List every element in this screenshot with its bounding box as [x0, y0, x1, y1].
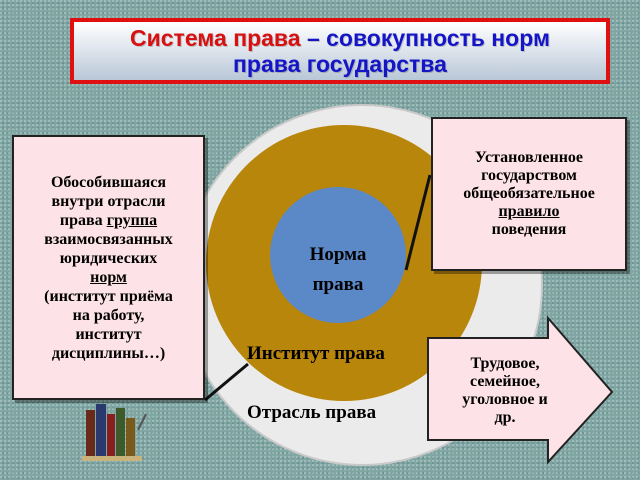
left-box-underlined-term: группа — [106, 211, 158, 229]
left-box-line: на работу, — [72, 306, 145, 324]
branch-examples-arrow — [427, 315, 614, 465]
left-box-underlined-term: норм — [90, 268, 127, 286]
left-box-text: права — [59, 211, 107, 229]
arrow-text-line: Трудовое, — [470, 355, 540, 372]
right-box-line: общеобязательное — [463, 185, 595, 202]
institute-definition-box: Обособившаяся внутри отрасли права групп… — [12, 135, 205, 400]
left-box-line: юридических — [59, 249, 158, 267]
left-box-line: (институт приёма — [44, 287, 173, 305]
title-line-1: Система права – совокупность норм — [130, 25, 550, 51]
norm-label-line: Норма — [309, 244, 367, 265]
left-box-line: институт — [75, 325, 142, 343]
institute-label: Институт права — [247, 343, 385, 364]
title-definition-start: – совокупность норм — [300, 25, 550, 51]
title-line-2: права государства — [233, 51, 447, 77]
branch-label: Отрасль права — [247, 402, 377, 423]
arrow-text-line: др. — [494, 409, 516, 426]
norm-definition-box: Установленное государством общеобязатель… — [431, 117, 627, 271]
arrow-text-line: семейное, — [470, 373, 540, 390]
left-box-line: взаимосвязанных — [44, 230, 173, 248]
right-box-line: поведения — [491, 221, 567, 238]
branch-examples-text: Трудовое, семейное, уголовное и др. — [440, 355, 570, 427]
norm-label-line: права — [312, 274, 364, 295]
left-box-line: дисциплины…) — [51, 344, 166, 362]
inner-circle-norm — [270, 187, 406, 323]
connector-right-box — [404, 174, 432, 271]
title-box: Система права – совокупность норм права … — [70, 18, 610, 84]
norm-label: Норма права — [278, 240, 398, 300]
right-box-line: Установленное — [474, 149, 584, 166]
left-box-line: Обособившаяся — [50, 173, 167, 191]
connector-left-box — [204, 362, 249, 402]
title-term: Система права — [130, 25, 301, 51]
right-box-underlined-term: правило — [498, 203, 560, 220]
arrow-text-line: уголовное и — [462, 391, 548, 408]
right-box-line: государством — [481, 167, 577, 184]
left-box-line: права группа — [60, 211, 157, 230]
left-box-line: внутри отрасли — [51, 192, 166, 210]
books-icon — [82, 404, 147, 461]
